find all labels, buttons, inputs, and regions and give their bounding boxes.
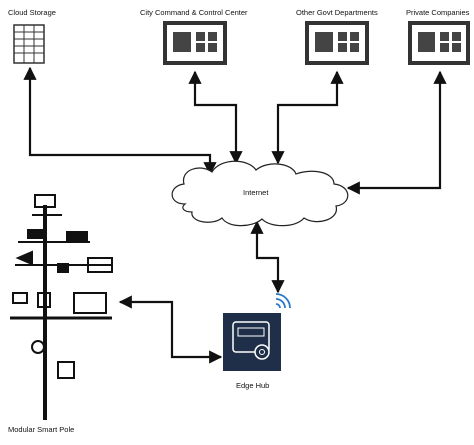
edge-internet-other-govt	[271, 70, 344, 165]
city-command-label: City Command & Control Center	[140, 8, 248, 17]
edge-hub-label: Edge Hub	[236, 381, 270, 390]
smart-pole-icon	[10, 194, 113, 420]
dashboard-monitor-icon	[163, 21, 227, 65]
edge-internet-cloud-storage	[23, 66, 217, 176]
cloud-storage-label: Cloud Storage	[8, 8, 56, 17]
edge-internet-city-command	[188, 70, 243, 165]
cloud-icon	[171, 160, 349, 227]
edge-device-icon	[223, 313, 281, 371]
server-rack-icon	[13, 24, 45, 64]
edge-internet-private-companies	[346, 70, 447, 195]
dashboard-monitor-icon	[408, 21, 470, 65]
wifi-icon	[275, 293, 291, 309]
internet-label: Internet	[243, 188, 269, 197]
connectors	[23, 66, 447, 364]
smart-pole-label: Modular Smart Pole	[8, 425, 75, 434]
private-companies-label: Private Companies	[406, 8, 470, 17]
edge-internet-edge-hub	[250, 220, 285, 294]
edge-edge-hub-smart-pole	[118, 295, 223, 364]
other-govt-label: Other Govt Departments	[296, 8, 378, 17]
dashboard-monitor-icon	[305, 21, 369, 65]
